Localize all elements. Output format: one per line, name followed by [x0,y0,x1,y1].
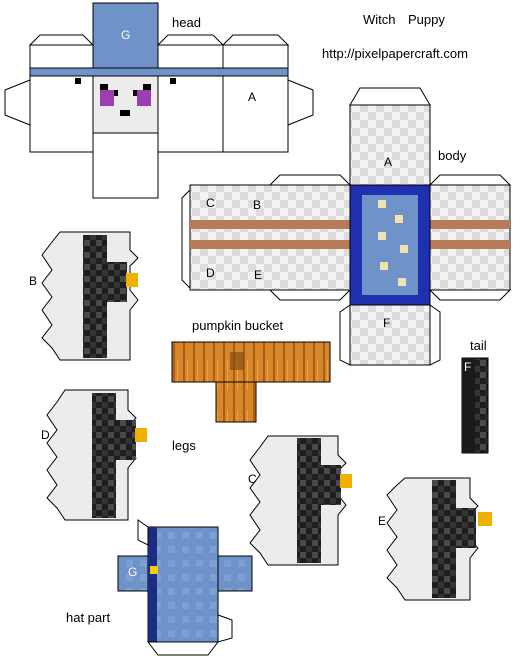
leg-c-piece [249,435,352,566]
leg-b-piece [41,231,139,361]
letter-body-e: E [254,268,263,282]
body-piece [181,87,512,366]
letter-leg-c: C [248,472,257,486]
body-top [349,104,431,186]
left-eye [100,90,114,106]
head-label: head [172,15,201,30]
hat-part-piece [117,519,253,656]
letter-body-b: B [253,198,262,212]
letter-tail-f: F [464,360,472,374]
head-hat-top [92,2,159,69]
letter-head-a: A [248,90,257,104]
pumpkin-bucket-label: pumpkin bucket [192,318,284,333]
letter-leg-e: E [378,514,387,528]
hat-part-label: hat part [66,610,111,625]
legs-label: legs [172,438,196,453]
pumpkin-bucket-piece [171,341,331,423]
letter-body-c: C [206,196,215,210]
letter-body-f: F [383,316,391,330]
title-word-puppy: Puppy [408,12,445,27]
website-url[interactable]: http://pixelpapercraft.com [322,46,468,61]
leg-d-piece [46,389,147,521]
leg-e-piece [386,477,492,601]
letter-head-g: G [121,28,131,42]
tail-label: tail [470,338,487,353]
head-piece [4,2,314,199]
right-eye [137,90,151,106]
letter-leg-d: D [41,428,50,442]
letter-body-d: D [206,266,215,280]
title-word-witch: Witch [363,12,396,27]
letter-body-a: A [384,155,393,169]
tail-piece [461,357,489,454]
letter-hat-g: G [128,565,138,579]
letter-leg-b: B [29,274,38,288]
head-left-side [29,44,94,153]
body-label: body [438,148,467,163]
